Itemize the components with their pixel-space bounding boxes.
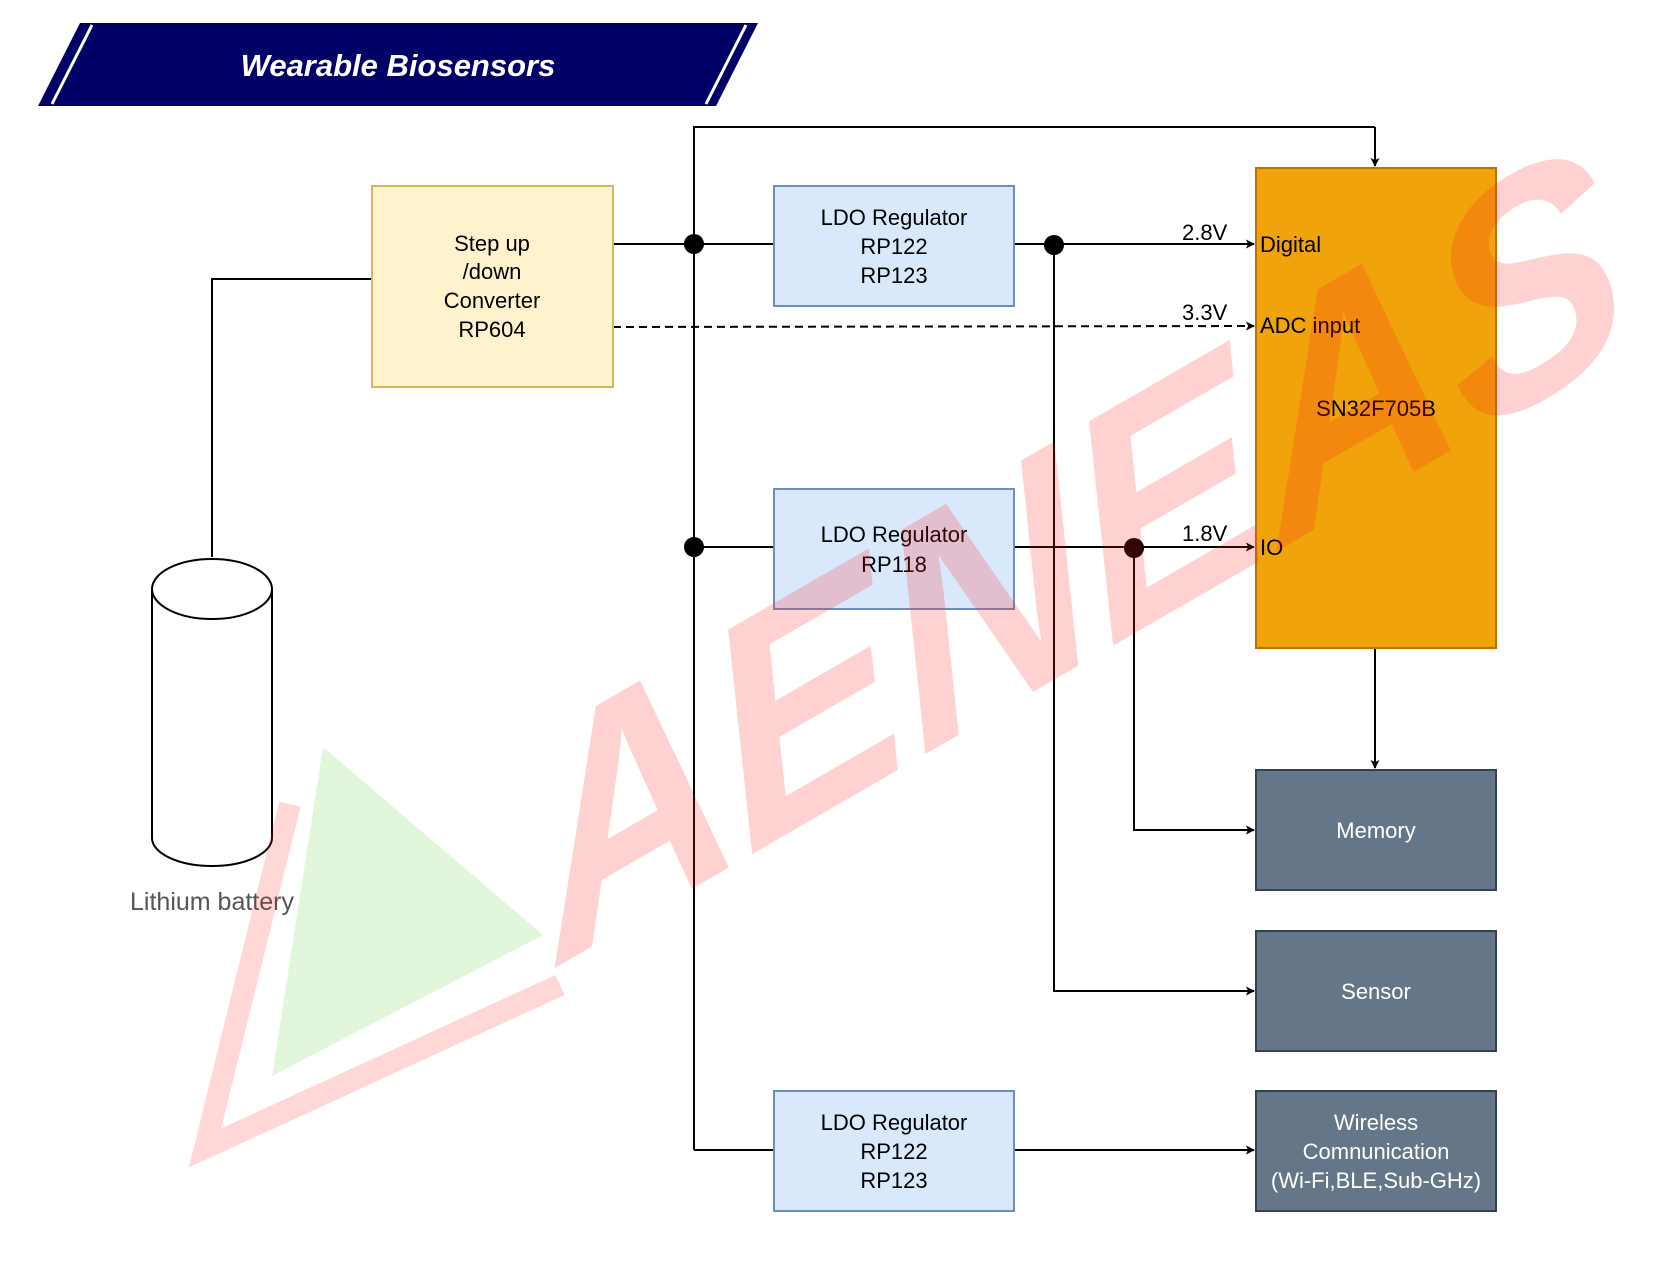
watermark-triangle-icon — [272, 747, 543, 1076]
converter-label-line4: RP604 — [458, 317, 525, 342]
mcu-pin-adc: ADC input — [1260, 313, 1360, 338]
battery-top — [151, 558, 273, 620]
voltage-label-3v3: 3.3V — [1182, 300, 1228, 325]
converter-label-line3: Converter — [444, 288, 541, 313]
battery: Lithium battery — [130, 558, 294, 916]
battery-label: Lithium battery — [130, 888, 294, 916]
title-banner-stripe-left — [50, 24, 94, 105]
junction-dot-2v8 — [1044, 235, 1064, 255]
wire-battery-to-converter — [211, 278, 372, 557]
ldo-top-box — [773, 185, 1015, 307]
wire-bus-main — [693, 126, 1375, 1150]
ldo-mid-label-line2: RP118 — [861, 552, 927, 577]
mcu-name: SN32F705B — [1316, 396, 1436, 421]
ldo-mid-box — [773, 488, 1015, 610]
junctions — [684, 234, 1144, 558]
wire-2v8-to-sensor — [1053, 244, 1255, 996]
ldo-bottom-label-line2: RP122 — [860, 1139, 927, 1164]
ldo-top-block: LDO Regulator RP122 RP123 — [773, 185, 1015, 307]
wireless-label-line1: Wireless — [1334, 1110, 1418, 1135]
mcu-box — [1255, 167, 1497, 649]
memory-label: Memory — [1336, 818, 1415, 843]
ldo-bottom-label-line3: RP123 — [860, 1168, 927, 1193]
ldo-bottom-label-line1: LDO Regulator — [821, 1110, 968, 1135]
ldo-mid-block: LDO Regulator RP118 — [773, 488, 1015, 610]
mcu-block: Digital ADC input SN32F705B IO — [1255, 167, 1497, 649]
junction-dot-1v8 — [1124, 538, 1144, 558]
voltage-label-1v8: 1.8V — [1182, 521, 1228, 546]
watermark-triangle-outline — [188, 801, 565, 1168]
ldo-top-label-line3: RP123 — [860, 263, 927, 288]
wireless-label-line3: (Wi-Fi,BLE,Sub-GHz) — [1271, 1168, 1481, 1193]
sensor-block: Sensor — [1255, 930, 1497, 1052]
title-banner-bg — [38, 23, 758, 106]
ldo-bottom-block: LDO Regulator RP122 RP123 — [773, 1090, 1015, 1212]
sensor-label: Sensor — [1341, 979, 1411, 1004]
title-banner: Wearable Biosensors — [38, 23, 758, 106]
wireless-block: Wireless Comnunication (Wi-Fi,BLE,Sub-GH… — [1255, 1090, 1497, 1212]
ldo-bottom-box — [773, 1090, 1015, 1212]
wire-adc-dashed — [612, 321, 1255, 331]
memory-box — [1255, 769, 1497, 891]
mcu-pin-io: IO — [1260, 535, 1283, 560]
battery-body — [151, 589, 273, 867]
mcu-pin-digital: Digital — [1260, 232, 1321, 257]
memory-block: Memory — [1255, 769, 1497, 891]
converter-box — [371, 185, 614, 388]
ldo-top-label-line2: RP122 — [860, 234, 927, 259]
converter-label-line1: Step up — [454, 231, 530, 256]
title-banner-stripe-right — [704, 24, 748, 105]
converter-label-line2: /down — [463, 259, 522, 284]
junction-dot-bus-top — [684, 234, 704, 254]
wireless-box — [1255, 1090, 1497, 1212]
wire-1v8-to-memory — [1133, 547, 1255, 835]
voltage-label-2v8: 2.8V — [1182, 220, 1228, 245]
page-title: Wearable Biosensors — [241, 48, 556, 83]
converter-block: Step up /down Converter RP604 — [371, 185, 614, 388]
wireless-label-line2: Comnunication — [1303, 1139, 1450, 1164]
ldo-top-label-line1: LDO Regulator — [821, 205, 968, 230]
ldo-mid-label-line1: LDO Regulator — [821, 522, 968, 547]
junction-dot-bus-mid — [684, 537, 704, 557]
sensor-box — [1255, 930, 1497, 1052]
